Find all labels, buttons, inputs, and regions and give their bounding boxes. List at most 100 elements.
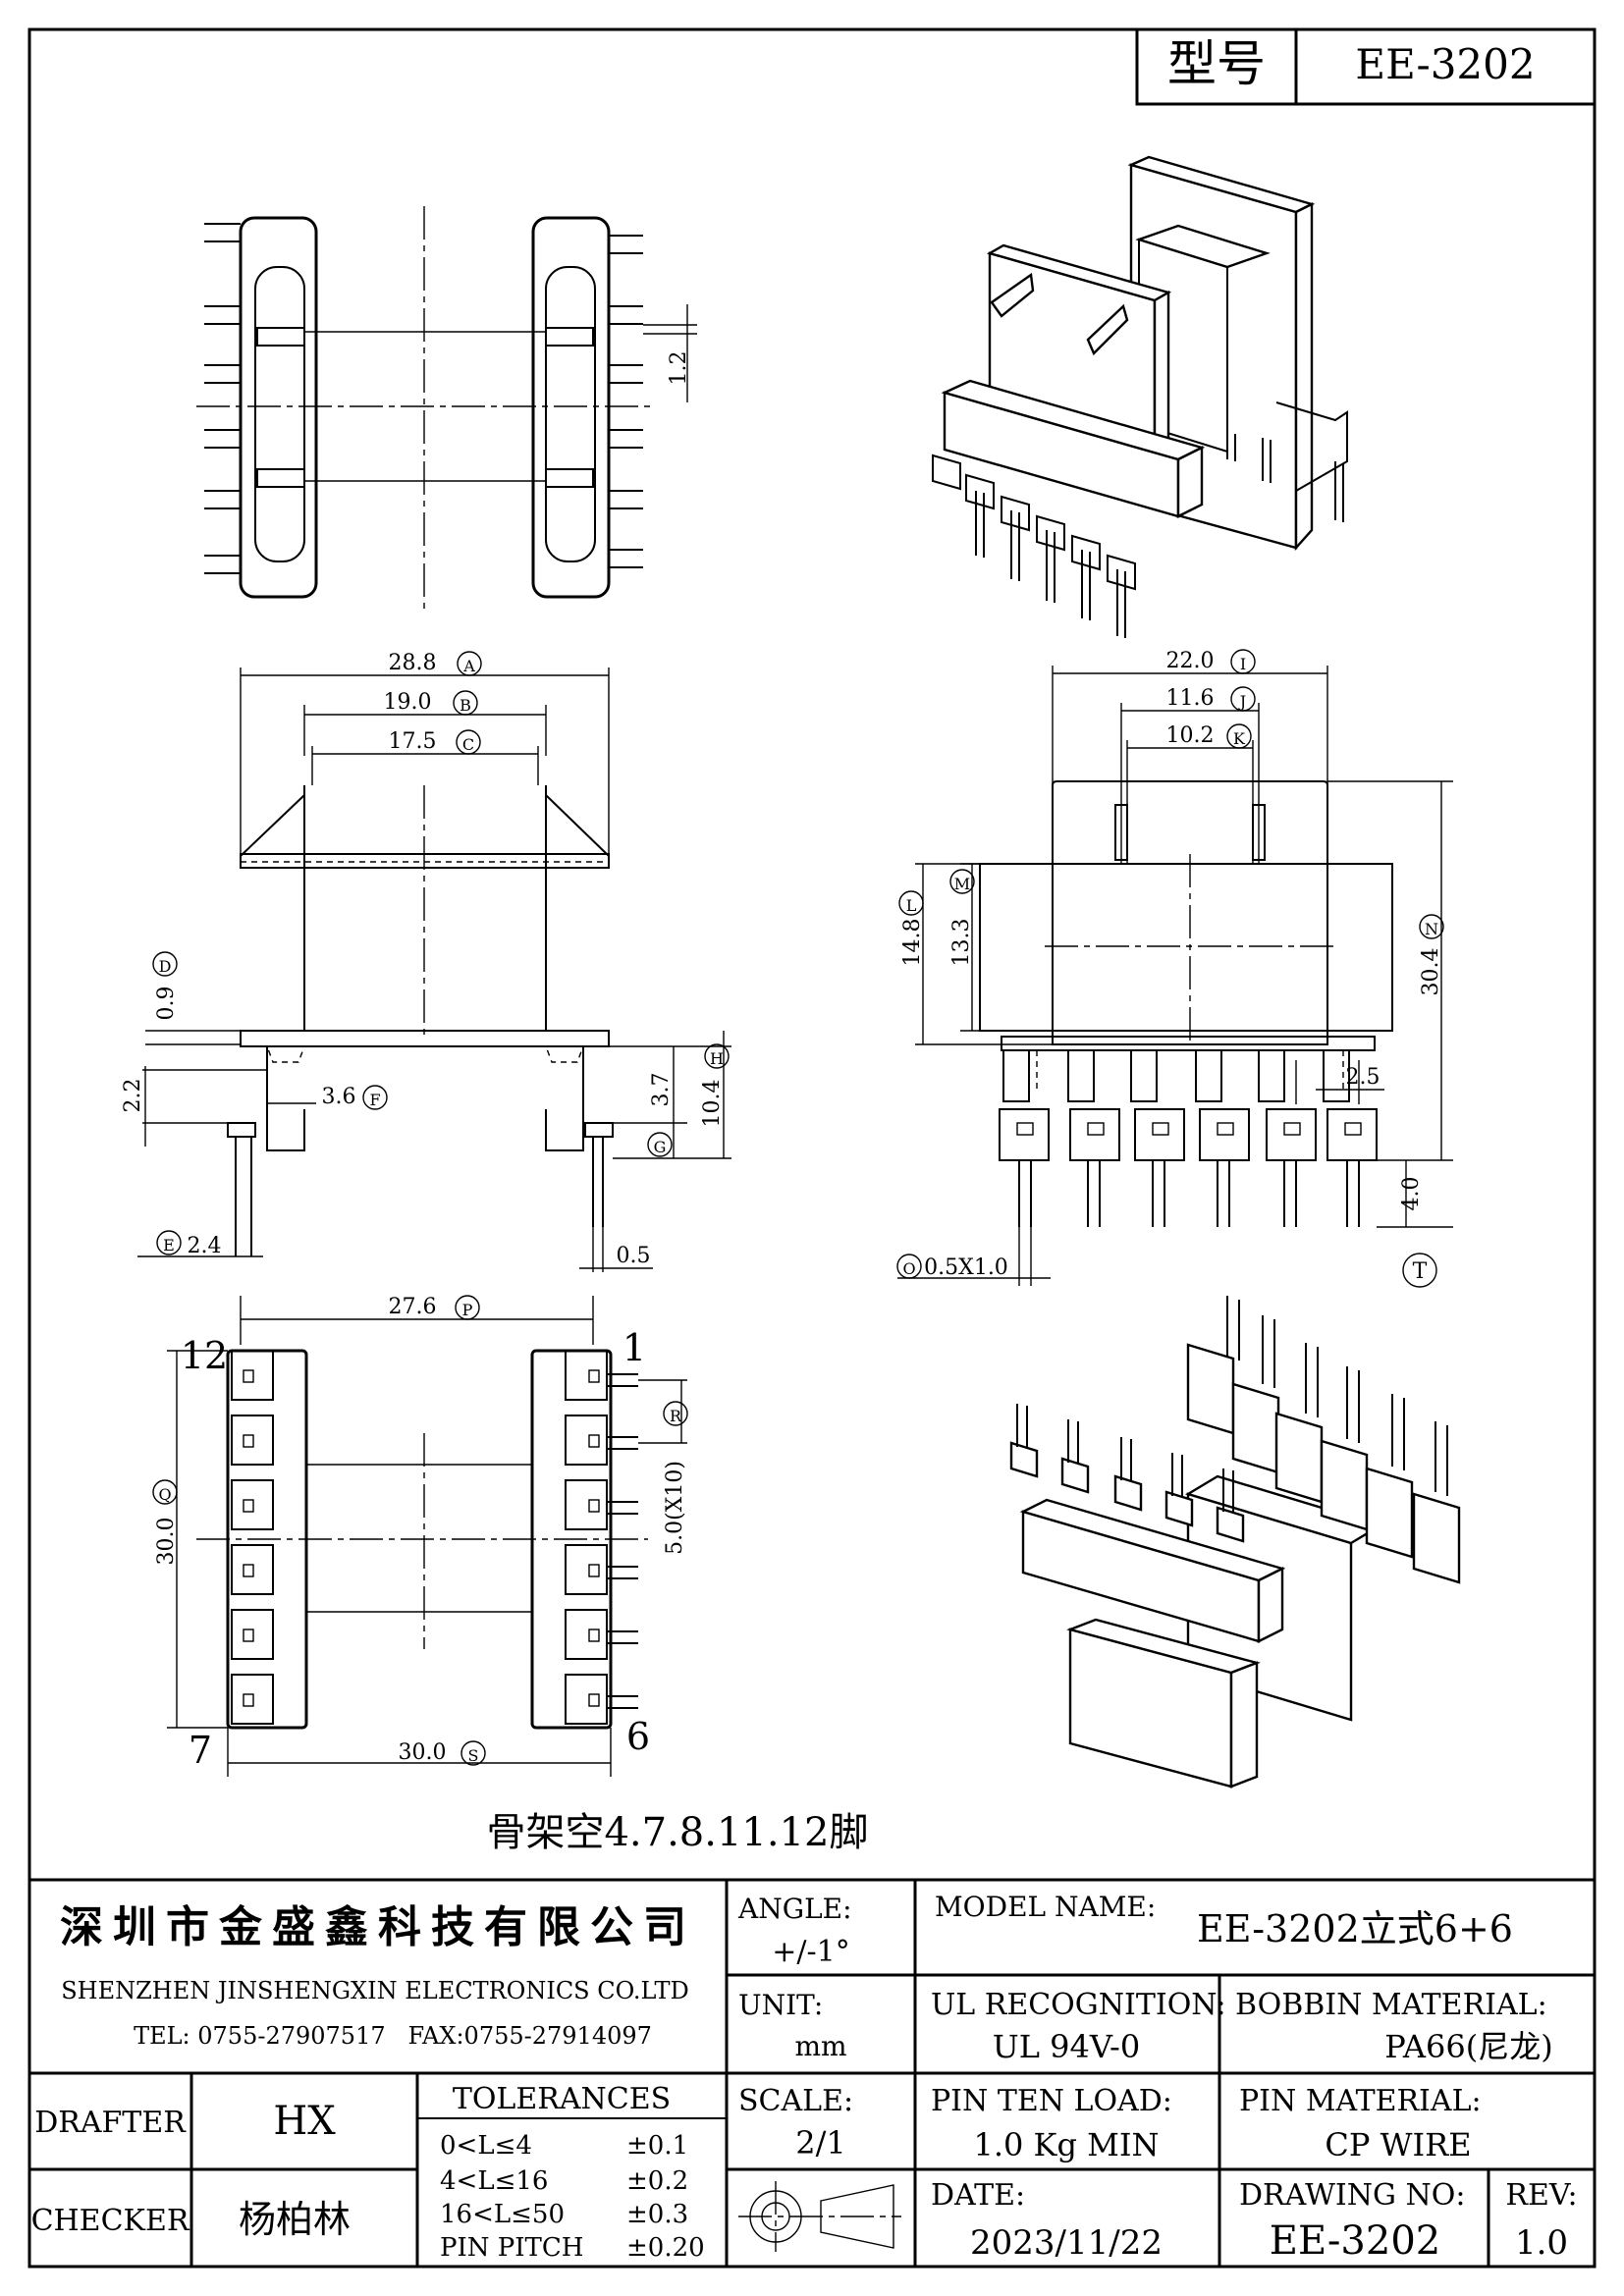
- dim-pin-pitch-2-5: 2.5: [1346, 1065, 1380, 1090]
- dim-pin-len-4-0: 4.0: [1399, 1177, 1424, 1211]
- drafter-label: DRAFTER: [34, 2106, 187, 2140]
- model-value: EE-3202: [1355, 40, 1535, 88]
- model-name-value: EE-3202立式6+6: [1197, 1907, 1513, 1950]
- svg-text:J: J: [1238, 692, 1246, 711]
- header-box: 型号 EE-3202: [1135, 27, 1597, 106]
- tol-value-1: ±0.2: [626, 2166, 688, 2196]
- pin-1: 1: [623, 1326, 646, 1369]
- sheet-border: [27, 27, 1597, 2269]
- scale-label: SCALE:: [738, 2084, 853, 2118]
- dim-F: 3.6: [322, 1085, 356, 1109]
- tol-range-0: 0<L≤4: [440, 2131, 532, 2161]
- drawing-no-value: EE-3202: [1270, 2218, 1440, 2264]
- checker-value: 杨柏林: [239, 2198, 351, 2241]
- company-cn: 深圳市金盛鑫科技有限公司: [60, 1902, 696, 1952]
- view-iso-1: [932, 155, 1348, 638]
- bobbin-value: PA66(尼龙): [1384, 2028, 1552, 2065]
- dim-C: 17.5: [389, 729, 437, 754]
- rev-label: REV:: [1505, 2178, 1577, 2213]
- unit-value: mm: [794, 2030, 846, 2062]
- view-iso-2: [1009, 1296, 1461, 1789]
- dim-pin-0-5: 0.5: [617, 1244, 651, 1268]
- title-block: 深圳市金盛鑫科技有限公司 SHENZHEN JINSHENGXIN ELECTR…: [29, 1878, 1595, 2267]
- svg-text:M: M: [954, 875, 970, 893]
- dim-S: 30.0: [399, 1740, 447, 1765]
- dim-D: 0.9: [154, 987, 179, 1021]
- date-label: DATE:: [931, 2178, 1025, 2213]
- svg-text:A: A: [462, 657, 475, 675]
- tol-value-3: ±0.20: [626, 2233, 705, 2263]
- checker-label: CHECKER: [31, 2204, 190, 2238]
- svg-text:D: D: [159, 957, 172, 976]
- company-en: SHENZHEN JINSHENGXIN ELECTRONICS CO.LTD: [61, 1977, 689, 2004]
- svg-text:Q: Q: [158, 1485, 171, 1504]
- svg-text:P: P: [462, 1301, 473, 1319]
- ul-value: UL 94V-0: [993, 2028, 1140, 2065]
- pin-material-label: PIN MATERIAL:: [1239, 2084, 1482, 2118]
- dim-N: 30.4: [1419, 948, 1443, 996]
- dim-M: 13.3: [949, 919, 974, 967]
- dim-J: 11.6: [1166, 686, 1215, 711]
- dim-I: 22.0: [1166, 649, 1215, 673]
- view-front: 22.0 I 11.6 J 10.2 K: [896, 649, 1453, 1288]
- bobbin-label: BOBBIN MATERIAL:: [1235, 1988, 1547, 2022]
- pin-note: 骨架空4.7.8.11.12脚: [486, 1810, 868, 1855]
- view-top-left: 1.2: [196, 206, 697, 609]
- dim-R: 5.0(X10): [663, 1461, 687, 1555]
- svg-text:S: S: [468, 1746, 479, 1765]
- dim-O: 0.5X1.0: [924, 1255, 1008, 1280]
- svg-text:I: I: [1240, 655, 1246, 673]
- scale-value: 2/1: [795, 2124, 846, 2162]
- pin-6: 6: [626, 1715, 650, 1758]
- tol-range-3: PIN PITCH: [440, 2233, 583, 2263]
- dim-A: 28.8: [389, 651, 437, 675]
- view-side: 28.8 A 19.0 B 17.5 C 0.9 D 2.2: [121, 651, 731, 1272]
- company-contact: TEL: 0755-27907517 FAX:0755-27914097: [134, 2022, 652, 2050]
- tol-range-2: 16<L≤50: [440, 2200, 565, 2229]
- pin-material-value: CP WIRE: [1325, 2126, 1471, 2163]
- rev-value: 1.0: [1515, 2223, 1568, 2263]
- projection-symbol-icon: [738, 2181, 901, 2252]
- tol-value-0: ±0.1: [626, 2131, 688, 2161]
- pin-load-label: PIN TEN LOAD:: [931, 2084, 1172, 2118]
- svg-text:F: F: [369, 1091, 380, 1109]
- dim-Q: 30.0: [154, 1518, 179, 1566]
- dim-G-3-7: 3.7: [649, 1073, 674, 1107]
- svg-text:N: N: [1425, 920, 1438, 938]
- dim-left-2-2: 2.2: [121, 1079, 145, 1113]
- dim-K: 10.2: [1166, 723, 1215, 748]
- datum-T: [1402, 1253, 1437, 1288]
- tolerances-label: TOLERANCES: [453, 2082, 671, 2116]
- drawing-no-label: DRAWING NO:: [1239, 2178, 1465, 2213]
- pin-12: 12: [181, 1334, 228, 1377]
- model-label: 型号: [1167, 35, 1266, 92]
- svg-text:L: L: [906, 896, 917, 915]
- model-name-label: MODEL NAME:: [935, 1891, 1156, 1923]
- tol-value-2: ±0.3: [626, 2200, 688, 2229]
- date-value: 2023/11/22: [970, 2223, 1163, 2263]
- pin-load-value: 1.0 Kg MIN: [973, 2126, 1159, 2163]
- svg-text:H: H: [710, 1049, 724, 1068]
- drafter-value: HX: [273, 2099, 336, 2144]
- tol-range-1: 4<L≤16: [440, 2166, 548, 2196]
- svg-text:O: O: [902, 1259, 915, 1278]
- dim-top-1-2: 1.2: [667, 351, 691, 386]
- angle-value: +/-1°: [772, 1935, 849, 1969]
- angle-label: ANGLE:: [737, 1893, 852, 1925]
- svg-text:K: K: [1233, 729, 1246, 748]
- svg-text:G: G: [654, 1138, 667, 1156]
- ul-label: UL RECOGNITION:: [931, 1988, 1226, 2022]
- dim-L: 14.8: [900, 919, 925, 967]
- dim-B: 19.0: [384, 690, 432, 715]
- pin-7: 7: [189, 1729, 212, 1772]
- dim-H-10-4: 10.4: [700, 1080, 725, 1128]
- dim-E: 2.4: [188, 1234, 222, 1258]
- svg-text:C: C: [462, 735, 474, 754]
- svg-text:B: B: [460, 696, 471, 715]
- svg-text:R: R: [670, 1407, 682, 1425]
- svg-text:T: T: [1413, 1259, 1428, 1284]
- unit-label: UNIT:: [738, 1989, 823, 2021]
- svg-text:E: E: [163, 1236, 175, 1255]
- view-bottom-plan: 27.6 P 12 1 7 6: [152, 1295, 688, 1777]
